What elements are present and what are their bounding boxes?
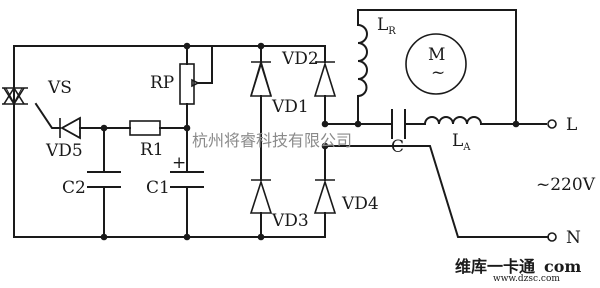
label-vd4: VD4 (341, 194, 379, 214)
inductor-lr (356, 23, 368, 98)
label-c: C (391, 137, 404, 157)
resistor-r1 (129, 120, 161, 136)
label-la: LA (452, 131, 471, 153)
motor-m (405, 33, 467, 95)
capacitor-c (391, 109, 406, 139)
label-motor: M (428, 45, 445, 65)
diode-vd1 (249, 59, 273, 97)
capacitor-c1 (170, 171, 204, 188)
junction-dots (100, 42, 520, 241)
diode-vd3 (249, 179, 273, 214)
label-r1: R1 (140, 140, 164, 160)
diode-vd4 (313, 179, 337, 214)
motor-ac-symbol: ~ (431, 63, 445, 83)
watermark-company: 杭州将睿科技有限公司 (192, 131, 352, 150)
diode-vd2 (313, 61, 337, 97)
capacitor-c2 (87, 171, 121, 188)
label-vd2: VD2 (281, 49, 319, 69)
label-vd1: VD1 (271, 97, 309, 117)
label-c1: C1 (146, 178, 170, 198)
terminal-n (547, 232, 557, 242)
label-lr: LR (377, 15, 396, 37)
watermark-brand: 维库一卡通 (455, 257, 535, 276)
potentiometer-rp (179, 63, 200, 105)
label-terminal-l: L (566, 115, 577, 135)
c1-polarity-mark: + (172, 153, 186, 173)
inductor-la (423, 116, 483, 126)
label-vd3: VD3 (271, 211, 309, 231)
label-rp: RP (150, 73, 174, 93)
terminal-l (547, 119, 557, 129)
label-voltage: ~220V (536, 175, 596, 195)
wiring (13, 9, 549, 238)
label-vd5: VD5 (45, 141, 83, 161)
watermark-logo-text: com (544, 257, 581, 276)
label-c2: C2 (62, 178, 86, 198)
watermark-logo: 维库一卡通 com www.dzsc.com (455, 257, 581, 284)
diode-vd5 (59, 116, 81, 140)
label-terminal-n: N (566, 228, 581, 248)
watermark-url: www.dzsc.com (493, 274, 560, 283)
label-vs: VS (47, 78, 72, 98)
triac-vs (2, 86, 28, 238)
